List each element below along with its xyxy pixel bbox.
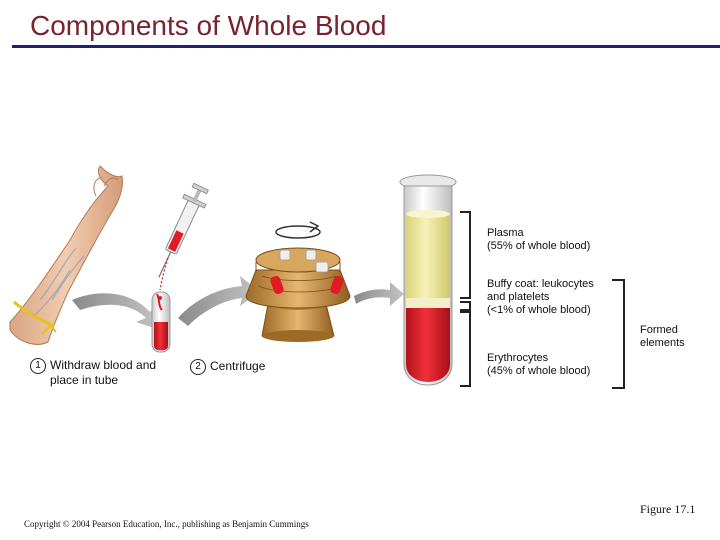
plasma-bracket — [460, 211, 471, 299]
formed-elements-bracket — [612, 279, 625, 389]
plasma-layer — [406, 214, 450, 298]
arrow-to-tube — [72, 293, 160, 330]
step-1-number: 1 — [30, 358, 46, 374]
syringe — [158, 182, 209, 278]
plasma-name: Plasma — [487, 227, 524, 239]
erythrocytes-name: Erythrocytes — [487, 352, 549, 364]
arrow-to-big-tube — [354, 282, 404, 306]
arrow-to-centrifuge — [178, 276, 260, 326]
layer-brackets — [460, 211, 625, 389]
small-test-tube — [151, 291, 171, 353]
page-title: Components of Whole Blood — [30, 10, 387, 41]
buffy-coat-layer — [406, 298, 450, 308]
step-1: 1 Withdraw blood and place in tube — [30, 358, 160, 388]
title-rule — [12, 45, 720, 48]
erythrocytes-label: Erythrocytes (45% of whole blood) — [487, 352, 617, 378]
step-1-text: Withdraw blood and place in tube — [50, 358, 157, 387]
buffy-coat-name: Buffy coat: leukocytes and platelets — [487, 278, 594, 303]
formed-elements-label: Formed elements — [640, 324, 685, 349]
plasma-detail: (55% of whole blood) — [487, 240, 591, 252]
copyright-notice: Copyright © 2004 Pearson Education, Inc.… — [24, 519, 309, 529]
buffy-coat-detail: (<1% of whole blood) — [487, 304, 591, 316]
step-2-number: 2 — [190, 359, 206, 375]
buffy-bracket — [460, 301, 471, 311]
step-2: 2 Centrifuge — [190, 359, 320, 375]
centrifuge-illustration — [245, 247, 351, 342]
plasma-label: Plasma (55% of whole blood) — [487, 227, 617, 253]
buffy-coat-label: Buffy coat: leukocytes and platelets (<1… — [487, 278, 597, 317]
erythrocyte-layer — [406, 308, 450, 382]
figure-number: Figure 17.1 — [640, 502, 696, 516]
erythrocyte-bracket — [460, 311, 471, 387]
rotation-arrow-icon — [275, 221, 321, 239]
separated-blood-tube — [399, 174, 457, 386]
erythrocytes-detail: (45% of whole blood) — [487, 365, 591, 377]
arm-illustration — [9, 165, 123, 345]
step-2-text: Centrifuge — [210, 359, 266, 373]
